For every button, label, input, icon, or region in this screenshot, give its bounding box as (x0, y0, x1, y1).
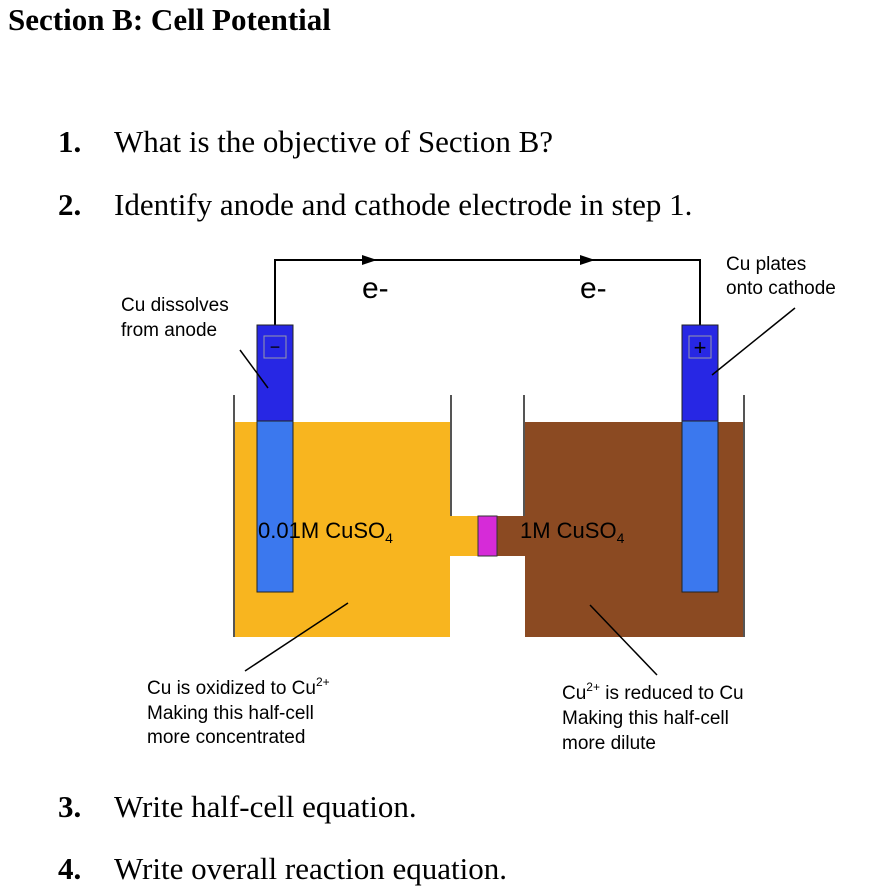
question-text: Identify anode and cathode electrode in … (114, 187, 693, 222)
anode-sign-box (263, 335, 287, 359)
right-solution-label: 1M CuSO4 (520, 518, 625, 546)
salt-bridge (477, 515, 498, 557)
question-text: Write overall reaction equation. (114, 851, 507, 886)
question-3: 3. Write half-cell equation. (58, 789, 417, 825)
cathode-sign: + (694, 335, 707, 360)
left-half-cell-note: Cu is oxidized to Cu2+ Making this half-… (147, 670, 335, 748)
anode-note-pointer (239, 349, 269, 389)
question-number: 1. (58, 124, 82, 159)
anode-note: Cu dissolves from anode (121, 295, 234, 341)
cathode-note: Cu plates onto cathode (726, 254, 836, 299)
cathode-note-pointer (711, 307, 796, 376)
cathode-sign-box (688, 335, 712, 359)
electron-label-left: e- (362, 272, 389, 305)
left-note-pointer (244, 602, 349, 672)
question-text: What is the objective of Section B? (114, 124, 554, 159)
question-text: Write half-cell equation. (114, 789, 417, 824)
left-solution (235, 422, 478, 637)
electron-arrow-left (362, 255, 377, 265)
question-number: 3. (58, 789, 82, 824)
question-2: 2. Identify anode and cathode electrode i… (58, 187, 692, 223)
electron-arrow-right (580, 255, 595, 265)
question-1: 1. What is the objective of Section B? (58, 124, 553, 160)
cathode-electrode-submerged (681, 420, 719, 593)
left-solution-label: 0.01M CuSO4 (258, 518, 393, 546)
right-note-pointer (589, 604, 658, 676)
question-4: 4. Write overall reaction equation. (58, 851, 507, 887)
external-wire (274, 259, 701, 328)
right-half-cell-note: Cu2+ is reduced to Cu Making this half-c… (562, 680, 749, 754)
question-number: 2. (58, 187, 82, 222)
anode-electrode-submerged (256, 420, 294, 593)
electron-label-right: e- (580, 272, 607, 305)
question-number: 4. (58, 851, 82, 886)
section-heading: Section B: Cell Potential (8, 2, 331, 37)
anode-sign: − (270, 337, 281, 357)
